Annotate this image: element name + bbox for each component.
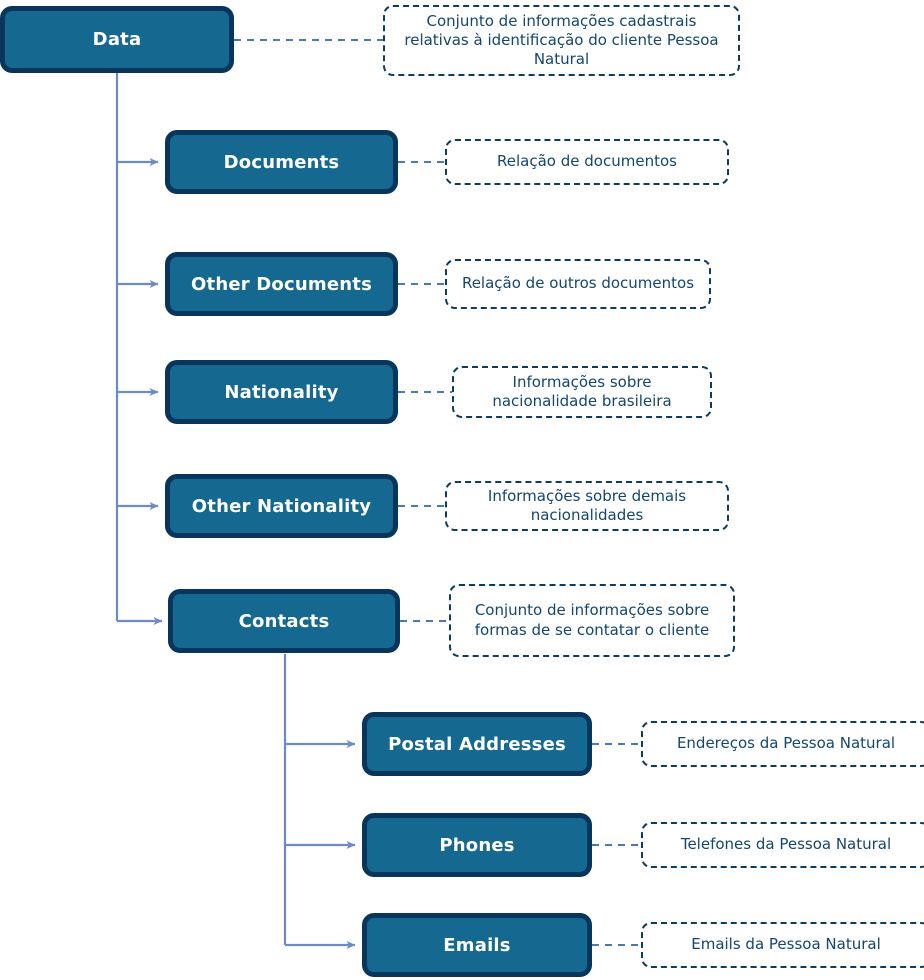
node-label: Postal Addresses: [388, 733, 566, 755]
node-label: Phones: [439, 834, 515, 856]
note-text: Informações sobre demais nacionalidades: [487, 486, 687, 524]
note-text: Informações sobre nacionalidade brasilei…: [492, 372, 672, 410]
node-contacts[interactable]: Contacts: [168, 589, 400, 653]
node-label: Contacts: [238, 610, 330, 632]
node-label: Other Documents: [191, 273, 372, 295]
note-postal-addresses: Endereços da Pessoa Natural: [641, 721, 924, 767]
node-phones[interactable]: Phones: [362, 813, 592, 877]
node-nationality[interactable]: Nationality: [165, 360, 398, 424]
note-emails: Emails da Pessoa Natural: [641, 922, 924, 968]
note-text: Telefones da Pessoa Natural: [680, 835, 892, 854]
node-postal-addresses[interactable]: Postal Addresses: [362, 712, 592, 776]
node-label: Emails: [443, 934, 511, 956]
note-data: Conjunto de informações cadastrais relat…: [383, 5, 740, 76]
node-label: Documents: [223, 151, 340, 173]
node-other-documents[interactable]: Other Documents: [165, 252, 398, 316]
node-label: Nationality: [224, 381, 339, 403]
node-documents[interactable]: Documents: [165, 130, 398, 194]
note-nationality: Informações sobre nacionalidade brasilei…: [452, 366, 712, 418]
note-contacts: Conjunto de informações sobre formas de …: [449, 584, 735, 657]
note-text: Relação de documentos: [497, 152, 677, 171]
note-documents: Relação de documentos: [445, 139, 729, 185]
note-text: Conjunto de informações cadastrais relat…: [404, 11, 719, 69]
node-label: Other Nationality: [191, 495, 372, 517]
node-other-nationality[interactable]: Other Nationality: [165, 474, 398, 538]
note-text: Relação de outros documentos: [461, 274, 695, 293]
note-phones: Telefones da Pessoa Natural: [641, 822, 924, 868]
note-other-nationality: Informações sobre demais nacionalidades: [445, 481, 729, 531]
note-text: Emails da Pessoa Natural: [691, 935, 881, 954]
note-other-documents: Relação de outros documentos: [445, 259, 711, 309]
node-label: Data: [92, 29, 142, 50]
node-emails[interactable]: Emails: [362, 913, 592, 977]
node-data[interactable]: Data: [0, 6, 234, 73]
note-text: Conjunto de informações sobre formas de …: [474, 601, 710, 639]
note-text: Endereços da Pessoa Natural: [676, 734, 896, 753]
